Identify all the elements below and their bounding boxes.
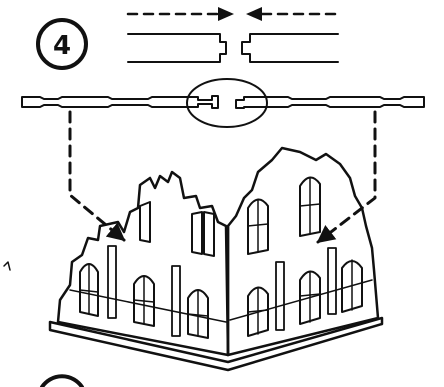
- step-badge: 4: [36, 18, 88, 70]
- separated-panels-detail: [127, 33, 339, 63]
- insertion-arrows-icon: [126, 7, 337, 21]
- next-step-badge-partial: [40, 374, 84, 387]
- step-number: 4: [53, 31, 71, 61]
- edge-mark-icon: [3, 261, 11, 271]
- ruined-building-icon: [48, 146, 384, 372]
- joint-highlight-ellipse-icon: [186, 78, 268, 128]
- wall-strip-joint: [21, 78, 425, 128]
